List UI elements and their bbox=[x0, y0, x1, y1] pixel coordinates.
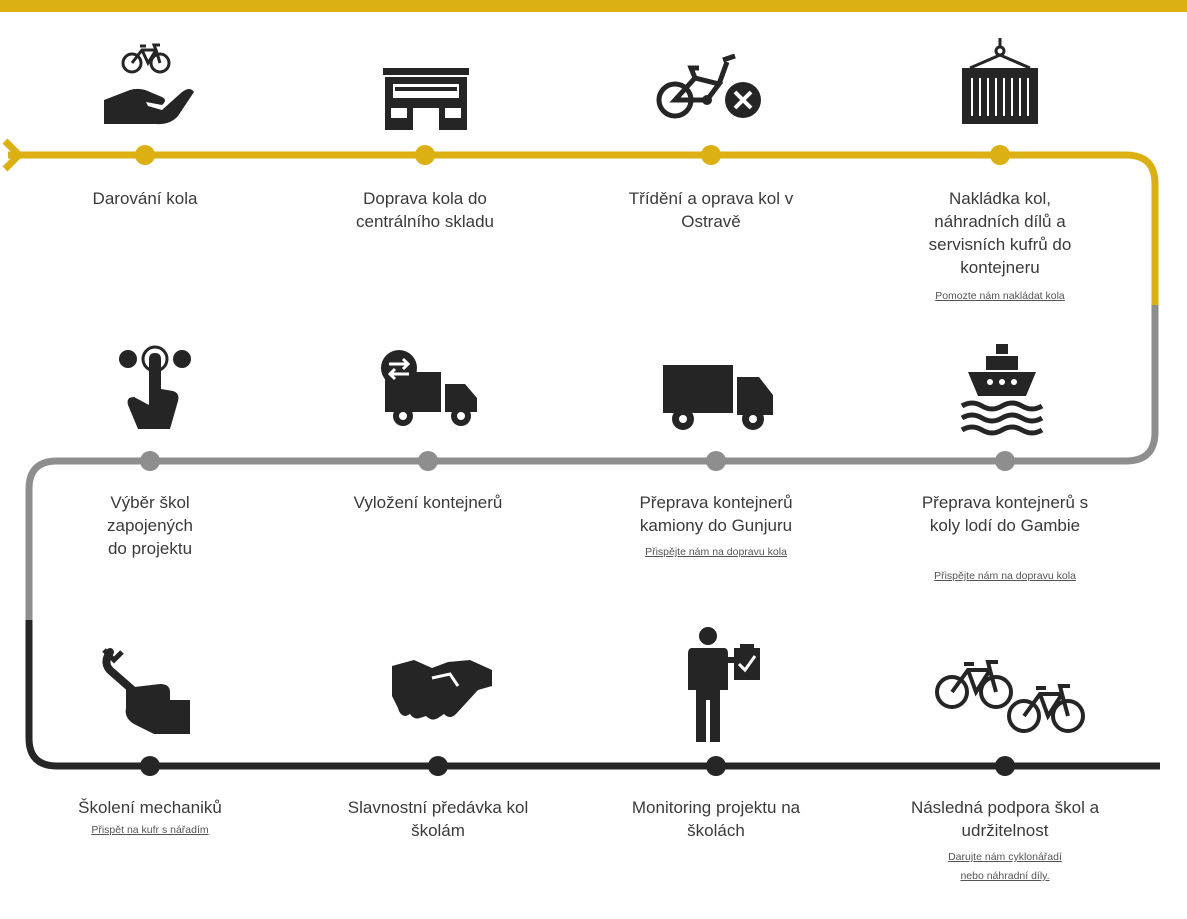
truck-icon bbox=[663, 365, 773, 430]
container-crane-icon bbox=[962, 38, 1038, 124]
step-node bbox=[418, 451, 438, 471]
step-label: Slavnostní předávka kol školám bbox=[347, 798, 529, 840]
hand-wrench-icon bbox=[102, 648, 190, 734]
step-node bbox=[706, 451, 726, 471]
bicycle-repair-icon bbox=[656, 54, 761, 119]
step-label: Přeprava kontejnerů s koly lodí do Gambi… bbox=[921, 493, 1089, 535]
step-label: Přeprava kontejnerů kamiony do Gunjuru bbox=[639, 493, 793, 535]
track-segment-2 bbox=[25, 305, 1159, 620]
step-node bbox=[706, 756, 726, 776]
track-segment-1 bbox=[8, 151, 1159, 305]
step-node bbox=[428, 756, 448, 776]
donate-toolcase-link[interactable]: Přispět na kufr s nářadím bbox=[91, 824, 209, 836]
step-node bbox=[995, 451, 1015, 471]
top-accent-bar bbox=[0, 0, 1187, 12]
step-node bbox=[990, 145, 1010, 165]
step-label: Školení mechaniků bbox=[78, 798, 222, 817]
donate-transport-link[interactable]: Přispějte nám na dopravu kola bbox=[645, 546, 787, 558]
step-label: Třídění a oprava kol v Ostravě bbox=[628, 189, 794, 231]
step-label: Nakládka kol, náhradních dílů a servisní… bbox=[928, 189, 1072, 277]
step-node bbox=[701, 145, 721, 165]
warehouse-icon bbox=[383, 68, 469, 130]
step-node bbox=[140, 451, 160, 471]
step-label: Darování kola bbox=[92, 189, 198, 208]
donate-tools-parts-link[interactable]: Darujte nám cyklonářadí nebo náhradní dí… bbox=[948, 851, 1062, 882]
step-node bbox=[995, 756, 1015, 776]
ship-icon bbox=[960, 344, 1044, 436]
person-clipboard-icon bbox=[688, 627, 760, 742]
help-loading-link[interactable]: Pomozte nám nakládat kola bbox=[935, 290, 1065, 302]
step-label: Následná podpora škol a udržitelnost bbox=[910, 798, 1100, 840]
step-label: Monitoring projektu na školách bbox=[631, 798, 801, 840]
track-segment-3 bbox=[25, 620, 1160, 770]
hand-giving-bicycle-icon bbox=[104, 43, 194, 125]
handshake-icon bbox=[392, 660, 492, 720]
step-node bbox=[415, 145, 435, 165]
step-label: Vyložení kontejnerů bbox=[353, 493, 503, 512]
track-start-chevron bbox=[2, 138, 24, 172]
finger-selection-icon bbox=[119, 345, 191, 429]
unloading-truck-icon bbox=[381, 350, 477, 426]
two-bicycles-icon bbox=[935, 660, 1085, 733]
step-label: Doprava kola do centrálního skladu bbox=[356, 189, 494, 231]
step-label: Výběr škol zapojených do projektu bbox=[106, 493, 193, 558]
track-nodes bbox=[135, 145, 1015, 776]
donate-shipping-link[interactable]: Přispějte nám na dopravu kola bbox=[934, 570, 1076, 582]
step-node bbox=[135, 145, 155, 165]
step-node bbox=[140, 756, 160, 776]
